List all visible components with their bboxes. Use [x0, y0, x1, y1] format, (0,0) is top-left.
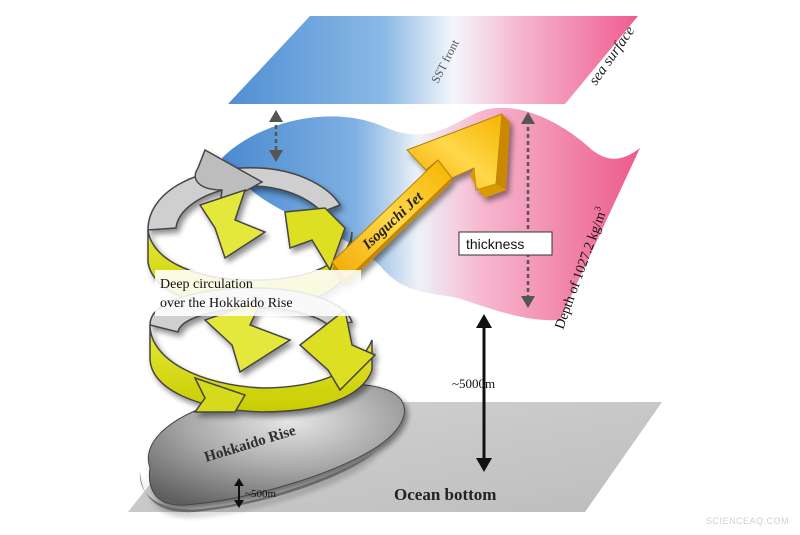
deep-circulation-label-box: Deep circulation over the Hokkaido Rise — [155, 270, 361, 316]
watermark: SCIENCEAQ.COM — [706, 516, 789, 526]
rise-height-arrow — [234, 478, 244, 508]
thickness-arrow-right — [521, 112, 535, 308]
isoguchi-jet-arrow — [331, 113, 510, 286]
isopycnal-surface — [222, 107, 640, 321]
sea-surface-plane — [228, 16, 638, 104]
deep-circulation-line1: Deep circulation — [160, 277, 253, 292]
ocean-depth-label: ~5000m — [452, 376, 495, 391]
ocean-depth-arrow — [476, 314, 492, 472]
ocean-bottom-label: Ocean bottom — [394, 485, 496, 504]
thickness-label-box: thickness — [458, 231, 553, 256]
deep-circulation-line2: over the Hokkaido Rise — [160, 296, 293, 311]
thickness-arrow-left — [269, 110, 283, 162]
thickness-label: thickness — [466, 236, 524, 252]
rise-height-label: ~500m — [245, 488, 276, 500]
